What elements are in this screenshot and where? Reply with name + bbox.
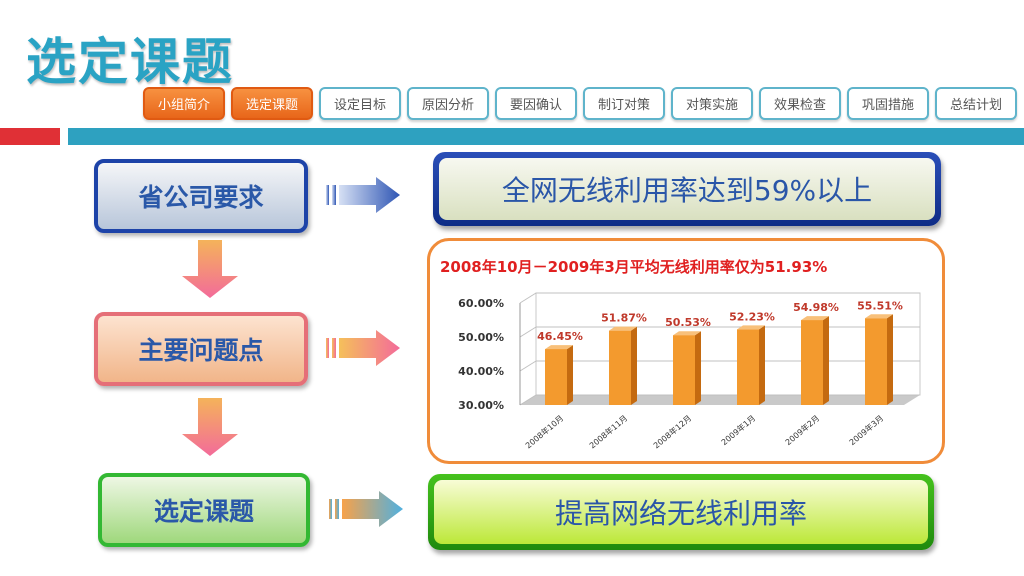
bar (865, 318, 887, 405)
y-tick-label: 30.00% (458, 399, 504, 412)
x-tick-label: 2009年3月 (847, 413, 885, 447)
accent-bar-red (0, 128, 60, 145)
gridline (519, 292, 537, 304)
down-arrow-icon (182, 398, 238, 456)
gridline (519, 394, 537, 406)
bar-side (759, 325, 765, 405)
tab-consolidate[interactable]: 巩固措施 (847, 87, 929, 120)
y-tick-label: 40.00% (458, 365, 504, 378)
chart-frame: 2008年10月－2009年3月平均无线利用率仅为51.93% 30.00% 40… (427, 238, 945, 464)
right-arrow-icon (329, 491, 403, 527)
bar-top (801, 316, 829, 321)
bar (737, 329, 759, 405)
data-label: 46.45% (537, 330, 583, 343)
gridline (519, 360, 537, 372)
bar-chart: 30.00% 40.00% 50.00% 60.00% 46.45% 2008年10月 51… (458, 292, 921, 451)
right-arrow-icon (326, 177, 400, 213)
chart-floor (520, 395, 920, 405)
tab-implement[interactable]: 对策实施 (671, 87, 753, 120)
x-tick-label: 2009年2月 (783, 413, 821, 447)
y-tick-label: 50.00% (458, 331, 504, 344)
bar-top (609, 326, 637, 331)
bar-side (631, 326, 637, 405)
gridline (519, 326, 537, 338)
data-label: 52.23% (729, 310, 775, 323)
y-tick-label: 60.00% (458, 297, 504, 310)
target-result-box: 全网无线利用率达到59%以上 (433, 152, 941, 226)
bar (609, 330, 631, 405)
tab-summary-plan[interactable]: 总结计划 (935, 87, 1017, 120)
tab-plan-measures[interactable]: 制订对策 (583, 87, 665, 120)
bar-top (737, 325, 765, 330)
bar-side (823, 316, 829, 405)
x-tick-label: 2008年12月 (651, 413, 693, 451)
accent-bar-blue (68, 128, 1024, 145)
tab-effect-check[interactable]: 效果检查 (759, 87, 841, 120)
bar (673, 335, 695, 405)
data-label: 55.51% (857, 299, 903, 312)
right-arrow-icon (326, 330, 400, 366)
data-label: 51.87% (601, 312, 647, 325)
tab-team-intro[interactable]: 小组简介 (143, 87, 225, 120)
bar (545, 349, 567, 405)
x-tick-label: 2009年1月 (719, 413, 757, 447)
x-tick-label: 2008年10月 (523, 413, 565, 451)
topic-result-box: 提高网络无线利用率 (428, 474, 934, 550)
step-province-requirement: 省公司要求 (94, 159, 308, 233)
step-main-problem: 主要问题点 (94, 312, 308, 386)
step-selected-topic: 选定课题 (98, 473, 310, 547)
data-label: 50.53% (665, 316, 711, 329)
data-label: 54.98% (793, 301, 839, 314)
tab-select-topic[interactable]: 选定课题 (231, 87, 313, 120)
x-tick-label: 2008年11月 (587, 413, 629, 451)
bar-top (673, 331, 701, 336)
bar-side (887, 314, 893, 405)
down-arrow-icon (182, 240, 238, 298)
topic-result-text: 提高网络无线利用率 (434, 480, 928, 544)
chart-title: 2008年10月－2009年3月平均无线利用率仅为51.93% (440, 258, 828, 276)
page-title: 选定课题 (26, 33, 234, 91)
bar-side (695, 331, 701, 405)
tab-cause-analysis[interactable]: 原因分析 (407, 87, 489, 120)
target-result-text: 全网无线利用率达到59%以上 (439, 158, 935, 220)
tab-key-cause[interactable]: 要因确认 (495, 87, 577, 120)
tab-set-goal[interactable]: 设定目标 (319, 87, 401, 120)
bar-top (545, 345, 573, 350)
bar-top (865, 314, 893, 319)
bar-side (567, 345, 573, 405)
bar (801, 320, 823, 405)
